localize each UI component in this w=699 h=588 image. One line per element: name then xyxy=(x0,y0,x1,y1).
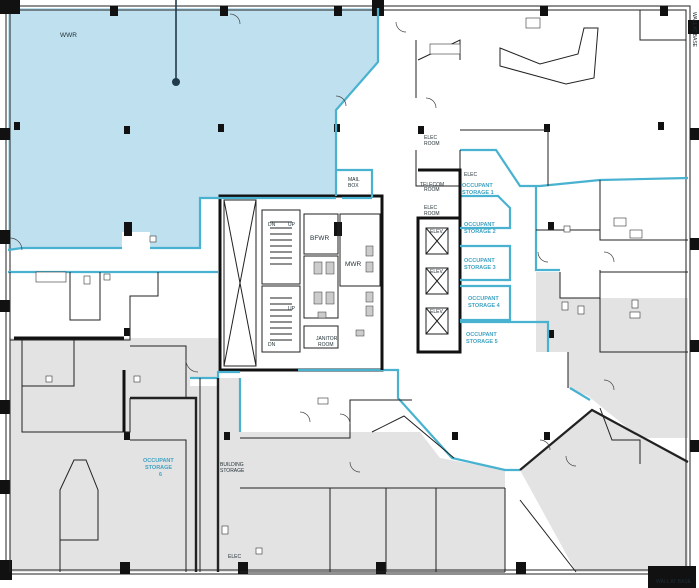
storage-6-shade xyxy=(10,386,220,572)
occupant-storage-3-label: OCCUPANT xyxy=(464,258,495,264)
occupant-storage-6-label-3: 6 xyxy=(159,472,162,478)
stair-dn-2: DN xyxy=(268,342,276,348)
occupant-storage-4-label-2: STORAGE 4 xyxy=(468,303,501,309)
occupant-storage-6-label-2: STORAGE xyxy=(145,465,172,471)
occupant-storage-5-label-2: STORAGE 5 xyxy=(466,339,498,345)
corridor-shade-bottom xyxy=(218,378,505,572)
occupant-storage-3-label-2: STORAGE 3 xyxy=(464,265,496,271)
elec-room-mid-label: ELEC xyxy=(424,205,437,211)
occupant-storage-1-label: OCCUPANT xyxy=(462,183,493,189)
elec-room-mid-label-2: ROOM xyxy=(424,211,440,217)
elec-room-top-label: ELEC ROOM xyxy=(424,135,440,147)
occupant-storage-6-label: OCCUPANT xyxy=(143,458,174,464)
occupant-storage-5-label: OCCUPANT xyxy=(466,332,497,338)
wall-at-base-label-top: WALL AT BASE xyxy=(691,12,697,48)
telecom-room-label: TELECOM xyxy=(420,182,444,188)
elev-3-label: ELEV. xyxy=(430,309,444,315)
mail-box-label: MAIL xyxy=(348,177,360,183)
occupant-storage-4-label: OCCUPANT xyxy=(468,296,499,302)
occupant-storage-1-label-2: STORAGE 1 xyxy=(462,190,494,196)
wall-at-base-label: WALL AT BASE xyxy=(656,579,692,585)
stair-up-1: UP xyxy=(288,222,296,228)
elev-2-label: ELEV. xyxy=(430,269,444,275)
telecom-room-label-2: ROOM xyxy=(424,187,440,193)
corridor-shade-right xyxy=(536,272,688,438)
door-swings xyxy=(9,13,615,473)
occupant-storage-2-label: OCCUPANT xyxy=(464,222,495,228)
elec-label: ELEC xyxy=(464,172,477,178)
janitor-room-label: JANITOR xyxy=(316,336,338,342)
corridor-shade-left xyxy=(10,338,218,386)
partitions xyxy=(9,10,689,573)
core-thick-walls xyxy=(14,168,462,432)
elec-bottom-label: ELEC xyxy=(228,554,241,560)
wwr-label: WWR xyxy=(60,32,77,39)
building-core xyxy=(218,194,384,372)
mail-box-label-2: BOX xyxy=(348,183,359,189)
janitor-room-label-2: ROOM xyxy=(318,342,334,348)
stair-up-2: UP xyxy=(288,306,296,312)
elevator-bank xyxy=(416,216,462,354)
elev-1-label: ELEV. xyxy=(430,229,444,235)
fixtures xyxy=(35,17,643,555)
mwr-label: MWR xyxy=(345,261,362,268)
building-storage-label-2: STORAGE xyxy=(220,468,245,474)
column-marker xyxy=(172,0,180,86)
stair-dn-1: DN xyxy=(268,222,276,228)
exterior-wall xyxy=(5,5,691,575)
wwr-area xyxy=(8,8,378,250)
bfwr-label: BFWR xyxy=(310,235,329,242)
corridor-shade-se xyxy=(520,410,688,572)
building-storage-label: BUILDING xyxy=(220,462,244,468)
occupant-storage-2-label-2: STORAGE 2 xyxy=(464,229,496,235)
